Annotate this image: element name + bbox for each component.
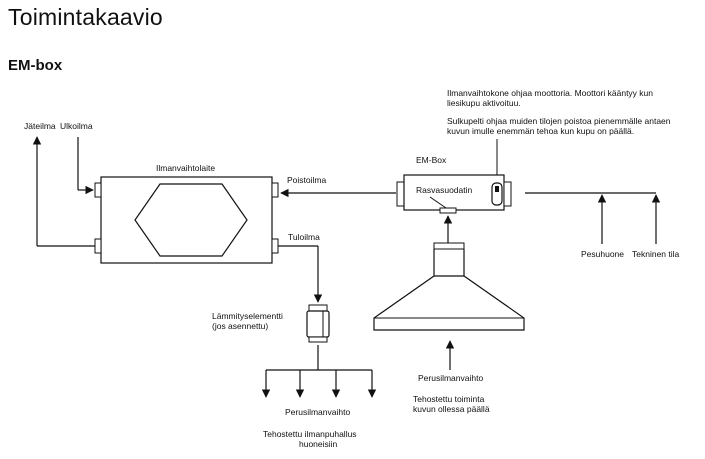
- tehostettu-ilmanpuhallus-label: Tehostettu ilmanpuhallus: [263, 429, 357, 439]
- em-box-label: EM-Box: [416, 155, 447, 165]
- jateilma-line: [32, 136, 95, 247]
- tehostettu-toiminta-note: kuvun ollessa päällä: [413, 404, 490, 414]
- jateilma-label: Jäteilma: [24, 121, 56, 131]
- tekninen-tila-label: Tekninen tila: [632, 249, 680, 259]
- right-duct-branch: [525, 192, 661, 244]
- kitchen-hood: [373, 242, 525, 331]
- page-subtitle: EM-box: [8, 57, 63, 74]
- ilmanvaihtolaite-label: Ilmanvaihtolaite: [156, 163, 215, 173]
- lammityselementti-label: Lämmityselementti: [212, 311, 283, 321]
- tehostettu-toiminta-label: Tehostettu toiminta: [413, 394, 485, 404]
- ulkoilma-label: Ulkoilma: [60, 121, 93, 131]
- notes-damper-line2: kuvun imulle enemmän tehoa kun kupu on p…: [447, 126, 634, 136]
- notes-damper-line1: Sulkupelti ohjaa muiden tilojen poistoa …: [447, 116, 671, 126]
- tuloilma-line: [278, 245, 323, 303]
- notes-motor-line2: liesikupu aktivoituu.: [447, 98, 521, 108]
- lammityselementti-note: (jos asennettu): [212, 321, 268, 331]
- perusilmanvaihto-supply-label: Perusilmanvaihto: [285, 407, 350, 417]
- tehostettu-ilmanpuhallus-note: huoneisiin: [299, 439, 338, 449]
- heating-element: [306, 304, 330, 343]
- page-title: Toimintakaavio: [8, 4, 163, 30]
- supply-distribution: [261, 345, 377, 398]
- pesuhuone-label: Pesuhuone: [581, 249, 624, 259]
- air-handling-unit: [94, 176, 279, 264]
- tuloilma-label: Tuloilma: [288, 232, 320, 242]
- rasvasuodatin-label: Rasvasuodatin: [416, 185, 473, 195]
- perusilmanvaihto-hood-label: Perusilmanvaihto: [418, 373, 483, 383]
- ulkoilma-line: [77, 137, 94, 195]
- poistoilma-label: Poistoilma: [287, 175, 326, 185]
- notes-motor-line1: Ilmanvaihtokone ohjaa moottoria. Moottor…: [447, 88, 653, 98]
- em-box-unit: [396, 174, 512, 214]
